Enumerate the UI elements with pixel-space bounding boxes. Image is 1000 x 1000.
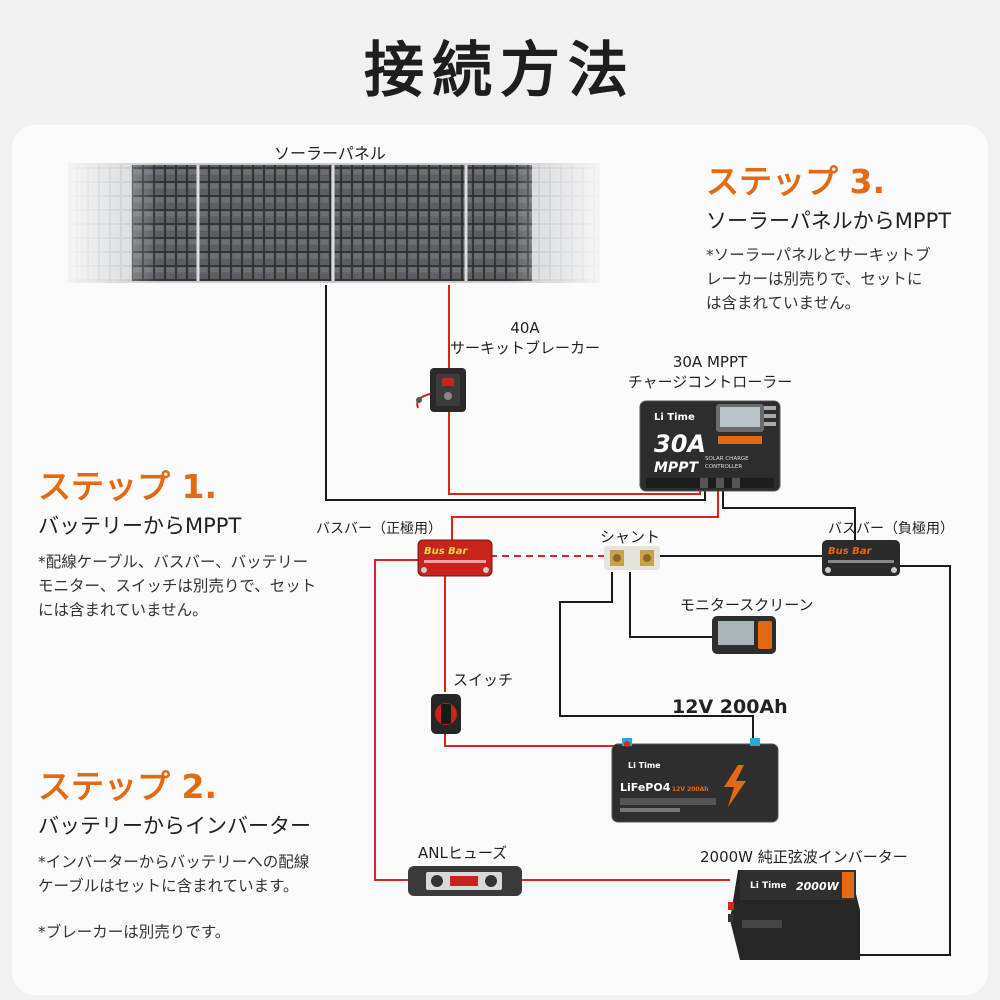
step3-note-line: *ソーラーパネルとサーキットブ (706, 246, 931, 264)
mppt-sub1-text: SOLAR CHARGE (705, 456, 749, 462)
battery-tag-text: 12V 200Ah (672, 786, 709, 793)
monitor-label: モニタースクリーン (680, 596, 814, 614)
busbar-negative (822, 540, 900, 576)
step3-note-line: レーカーは別売りで、セットに (706, 270, 923, 288)
step1-note-line: *配線ケーブル、バスバー、バッテリー (38, 553, 309, 571)
switch-label: スイッチ (453, 671, 514, 689)
page-title: 接続方法 (364, 36, 636, 106)
busbar-neg-to-inverter-wire (855, 565, 951, 956)
inverter-label: 2000W 純正弦波インバーター (700, 848, 908, 866)
breaker-label-line2: サーキットブレーカー (449, 339, 600, 357)
inverter (728, 870, 860, 960)
step1-subtitle: バッテリーからMPPT (38, 514, 242, 538)
step2-note: *インバーターからバッテリーへの配線 ケーブルはセットに含まれています。 (38, 850, 368, 898)
step3-title: ステップ 3. (706, 162, 885, 201)
shunt (604, 546, 660, 570)
step2-title: ステップ 2. (38, 767, 217, 806)
step1-block: ステップ 1. バッテリーからMPPT *配線ケーブル、バスバー、バッテリー モ… (38, 460, 368, 622)
busbar-pos-text: Bus Bar (424, 546, 469, 557)
step1-title: ステップ 1. (38, 467, 217, 506)
anl-fuse (408, 866, 522, 896)
circuit-breaker (416, 368, 466, 412)
step3-block: ステップ 3. ソーラーパネルからMPPT *ソーラーパネルとサーキットブ レー… (706, 155, 991, 315)
switch-to-battery-wire (444, 732, 625, 747)
inverter-power-text: 2000W (796, 880, 840, 893)
shunt-label: シャント (600, 528, 661, 546)
mppt-type-text: MPPT (654, 460, 699, 476)
battery (611, 738, 779, 823)
mppt-positive-wire (451, 490, 719, 540)
solar-negative-wire (325, 285, 706, 501)
step3-note: *ソーラーパネルとサーキットブ レーカーは別売りで、セットに は含まれていません… (706, 243, 991, 315)
busbar-negative-label: バスバー（負極用） (828, 521, 954, 537)
solar-panel-label: ソーラーパネル (274, 144, 386, 163)
mppt-controller (639, 400, 781, 492)
monitor-screen (712, 616, 776, 654)
anl-fuse-label: ANLヒューズ (418, 844, 508, 862)
step2-note-line: *インバーターからバッテリーへの配線 (38, 853, 310, 871)
black-wires (325, 285, 951, 956)
busbar-neg-text: Bus Bar (828, 546, 873, 557)
mppt-negative-wire (722, 488, 856, 540)
mppt-model-text: 30A (654, 430, 706, 458)
inverter-brand-text: Li Time (750, 881, 787, 891)
mppt-brand-text: Li Time (654, 412, 695, 423)
step2-block: ステップ 2. バッテリーからインバーター *インバーターからバッテリーへの配線… (38, 760, 368, 944)
solar-panel (68, 163, 600, 283)
busbar-pos-to-fuse-wire (374, 559, 418, 881)
step1-note-line: モニター、スイッチは別売りで、セット (38, 577, 317, 595)
step1-note: *配線ケーブル、バスバー、バッテリー モニター、スイッチは別売りで、セット には… (38, 550, 368, 622)
breaker-label-line1: 40A (510, 319, 540, 337)
battery-switch (431, 694, 461, 734)
busbar-positive (417, 539, 493, 577)
busbar-positive-label: バスバー（正極用） (316, 521, 442, 537)
step2-subtitle: バッテリーからインバーター (38, 814, 311, 838)
shunt-to-battery-wire (559, 572, 754, 740)
breaker-label: 40A サーキットブレーカー (430, 318, 620, 358)
step2-note-line: ケーブルはセットに含まれています。 (38, 877, 299, 895)
battery-chem-text: LiFePO4 (620, 781, 671, 794)
battery-brand-text: Li Time (628, 761, 661, 770)
mppt-label-line1: 30A MPPT (672, 353, 748, 371)
shunt-to-monitor-wire (629, 572, 712, 638)
step3-note-line: は含まれていません。 (706, 294, 861, 312)
mppt-sub2-text: CONTROLLER (705, 464, 742, 470)
step2-note2: *ブレーカーは別売りです。 (38, 923, 231, 941)
step3-subtitle: ソーラーパネルからMPPT (706, 209, 952, 233)
battery-label: 12V 200Ah (672, 696, 788, 718)
mppt-label: 30A MPPT チャージコントローラー (610, 352, 810, 392)
mppt-label-line2: チャージコントローラー (627, 373, 793, 391)
step1-note-line: には含まれていません。 (38, 601, 208, 619)
